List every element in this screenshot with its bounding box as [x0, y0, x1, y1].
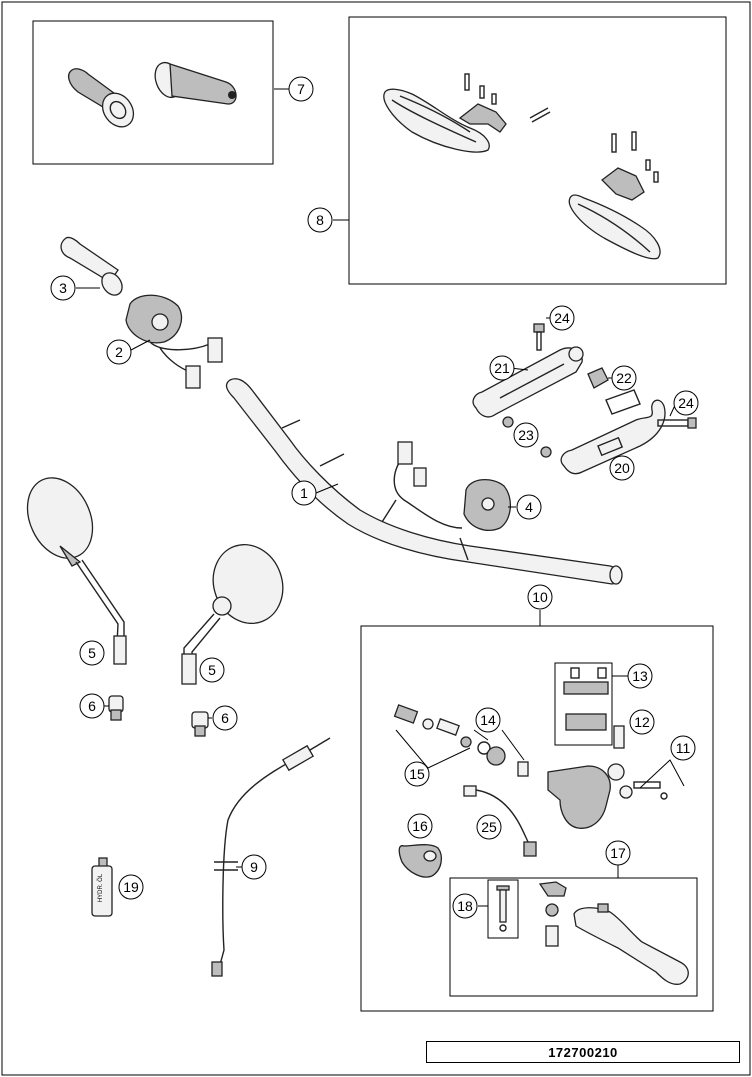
callout-3: 3 — [50, 275, 76, 301]
handlebar-switch — [393, 441, 511, 531]
callout-10: 10 — [527, 584, 553, 610]
callout-20: 20 — [609, 455, 635, 481]
callout-17-label: 17 — [610, 845, 626, 861]
callout-23-label: 23 — [518, 427, 534, 443]
master-cylinder — [547, 763, 633, 829]
callout-20-label: 20 — [614, 460, 630, 476]
mirror-left — [26, 477, 127, 665]
callout-8: 8 — [307, 207, 333, 233]
brake-lever-blade — [573, 903, 689, 985]
callout-2: 2 — [106, 339, 132, 365]
hand-guard-mount-right — [601, 131, 659, 201]
callout-18-label: 18 — [457, 898, 473, 914]
mirror-adapter-left — [108, 695, 124, 721]
callout-16: 16 — [407, 813, 433, 839]
callout-25-label: 25 — [481, 819, 497, 835]
callout-14-label: 14 — [480, 712, 496, 728]
callout-14: 14 — [475, 707, 501, 733]
brake-light-switch — [463, 785, 537, 857]
callout-24-upper-label: 24 — [554, 310, 570, 326]
callout-12: 12 — [629, 709, 655, 735]
callout-15: 15 — [404, 761, 430, 787]
bottle-label-text: HYDR. ÖL — [97, 873, 104, 902]
callout-10-label: 10 — [532, 589, 548, 605]
lever-pivot-box — [487, 879, 519, 939]
lever-bolt-side — [657, 417, 697, 429]
callout-1: 1 — [291, 480, 317, 506]
lever-pin-22 — [587, 367, 641, 415]
callout-6-left: 6 — [79, 693, 105, 719]
callout-6-left-label: 6 — [88, 698, 96, 714]
clutch-lever — [472, 346, 584, 418]
callout-15-label: 15 — [409, 766, 425, 782]
callout-22-label: 22 — [616, 370, 632, 386]
hand-guard-right — [568, 194, 661, 260]
reservoir-cover-box — [554, 662, 613, 746]
callout-6-right: 6 — [212, 705, 238, 731]
lever-adjuster — [538, 881, 567, 947]
callout-12-label: 12 — [634, 714, 650, 730]
lever-bolt-upper — [533, 323, 545, 351]
master-cylinder-box — [360, 625, 714, 1012]
hand-guard-mount-left — [458, 73, 551, 133]
callout-5-left-label: 5 — [88, 645, 96, 661]
callout-24-upper: 24 — [549, 305, 575, 331]
grips-box — [32, 20, 274, 165]
cable — [211, 737, 331, 977]
mirror-right — [181, 544, 284, 685]
callout-13-label: 13 — [632, 668, 648, 684]
callout-6-right-label: 6 — [221, 710, 229, 726]
callout-5-left: 5 — [79, 640, 105, 666]
callout-9-label: 9 — [250, 859, 258, 875]
hand-guard-box — [348, 16, 727, 285]
callout-7-label: 7 — [297, 81, 305, 97]
callout-13: 13 — [627, 663, 653, 689]
callout-3-label: 3 — [59, 280, 67, 296]
callout-24-lower: 24 — [673, 390, 699, 416]
callout-5-right: 5 — [199, 657, 225, 683]
callout-25: 25 — [476, 814, 502, 840]
callout-5-right-label: 5 — [208, 662, 216, 678]
callout-22: 22 — [611, 365, 637, 391]
throttle-grip — [60, 236, 123, 296]
lever-pivot-bolt — [496, 885, 510, 932]
callout-16-label: 16 — [412, 818, 428, 834]
grip-left — [67, 68, 135, 128]
callout-7: 7 — [288, 76, 314, 102]
hydraulic-oil-bottle — [91, 857, 113, 917]
lever-nuts-23 — [502, 416, 552, 458]
throttle-housing — [125, 294, 223, 389]
lever-cover — [398, 844, 443, 878]
brake-lever-box — [449, 877, 698, 997]
callout-17: 17 — [605, 840, 631, 866]
bolt-12 — [613, 725, 625, 749]
callout-23: 23 — [513, 422, 539, 448]
callout-9: 9 — [241, 854, 267, 880]
callout-8-label: 8 — [316, 212, 324, 228]
callout-19-label: 19 — [123, 879, 139, 895]
callout-24-lower-label: 24 — [678, 395, 694, 411]
mirror-adapter-right — [191, 711, 209, 737]
grip-right — [154, 61, 237, 105]
callout-4-label: 4 — [525, 499, 533, 515]
piston-kit — [393, 704, 472, 769]
callout-4: 4 — [516, 494, 542, 520]
seal-kit — [473, 729, 529, 777]
brake-lever — [560, 399, 666, 475]
callout-2-label: 2 — [115, 344, 123, 360]
document-number: 172700210 — [426, 1041, 740, 1063]
callout-21: 21 — [489, 355, 515, 381]
callout-1-label: 1 — [300, 485, 308, 501]
callout-18: 18 — [452, 893, 478, 919]
reservoir-cover — [563, 667, 609, 731]
callout-11-label: 11 — [676, 740, 691, 756]
hand-guard-left — [383, 88, 490, 153]
callout-19: 19 — [118, 874, 144, 900]
callout-11: 11 — [670, 735, 696, 761]
callout-21-label: 21 — [494, 360, 510, 376]
banjo-bolt-11 — [633, 759, 685, 800]
